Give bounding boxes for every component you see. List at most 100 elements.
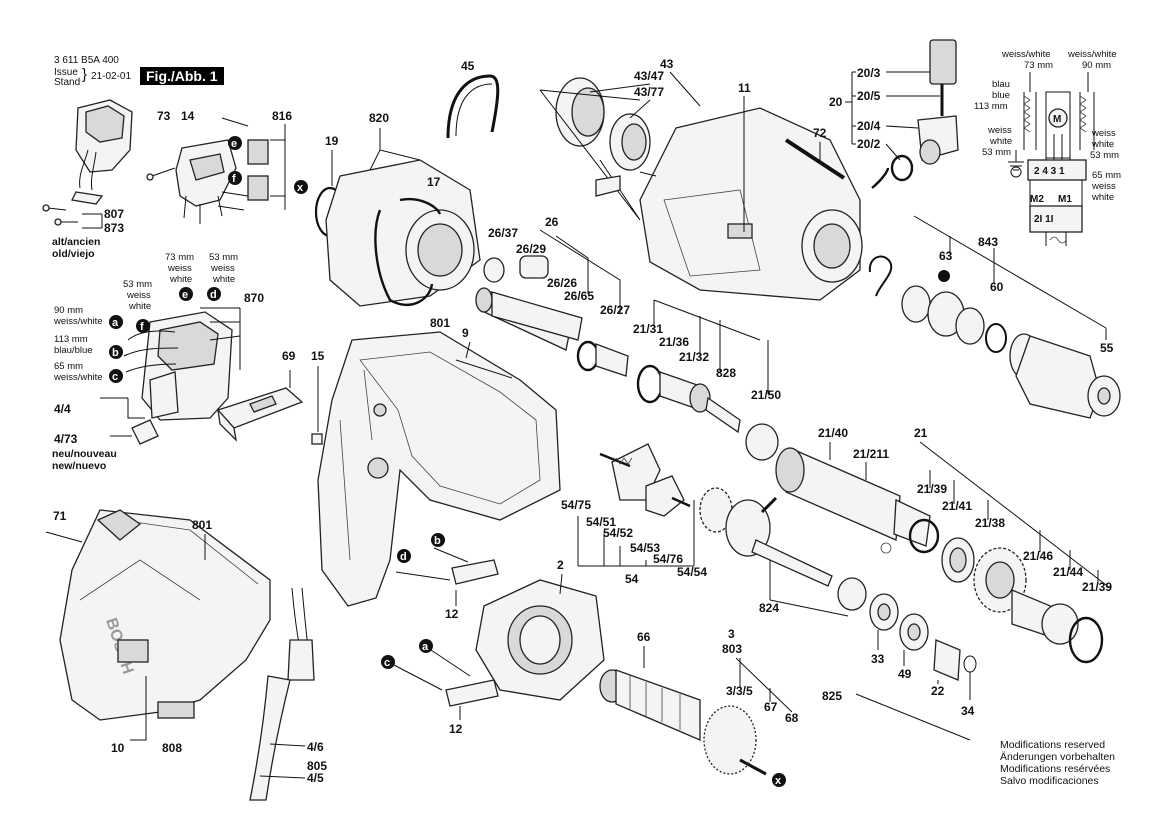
part-66: 66: [637, 630, 651, 644]
callout-b-field: b: [434, 535, 441, 547]
schem-right-weiss: weiss: [1091, 128, 1116, 139]
part-4-4: 4/4: [54, 402, 71, 416]
carbon-brush-drawing: [871, 39, 959, 189]
new-version-label: neu/nouveau: [52, 448, 117, 460]
schem-motor-symbol: M: [1053, 114, 1061, 125]
drill-tube-drawing: [775, 447, 940, 554]
brush-holder-drawing: [146, 117, 269, 224]
part-33: 33: [871, 652, 885, 666]
part-71: 71: [53, 509, 67, 523]
callout-c-left: c: [112, 371, 118, 383]
wiring-schematic: weiss/white 73 mm weiss/white 90 mm blau…: [974, 49, 1121, 246]
part-4-5: 4/5: [307, 771, 324, 785]
old-version-label-en: old/viejo: [52, 248, 95, 260]
part-825: 825: [822, 689, 842, 703]
part-805: 805: [307, 759, 327, 773]
part-12-lower: 12: [449, 722, 463, 736]
part-21-39-lower: 21/39: [1082, 580, 1112, 594]
modifications-note-en: Modifications reserved: [1000, 739, 1106, 751]
part-825-leaders: [855, 630, 971, 741]
part-21: 21: [914, 426, 928, 440]
part-19: 19: [325, 134, 339, 148]
part-17: 17: [427, 175, 441, 189]
intermediate-shaft-drawing: [699, 487, 867, 611]
wire-90mm: 90 mm: [54, 305, 83, 316]
part-3: 3: [728, 627, 735, 641]
part-870: 870: [244, 291, 264, 305]
callout-d-field: d: [400, 551, 407, 563]
part-26-29: 26/29: [516, 242, 546, 256]
part-10: 10: [111, 741, 125, 755]
part-10-leader: [130, 676, 147, 741]
part-828: 828: [716, 366, 736, 380]
wire-65mm-color: weiss/white: [53, 372, 103, 383]
spring-clip-drawing: [446, 74, 500, 139]
doc-number: 3 611 B5A 400: [54, 55, 119, 66]
part-21-211: 21/211: [853, 447, 889, 461]
part-21-31: 21/31: [633, 322, 663, 336]
callout-e-left: e: [182, 289, 188, 301]
schem-right-length: 53 mm: [1090, 150, 1119, 161]
part-843: 843: [978, 235, 998, 249]
part-824: 824: [759, 601, 779, 615]
switch-old-drawing: [42, 99, 133, 229]
callout-a-circle-field: [419, 639, 433, 653]
part-43-47: 43/47: [634, 69, 664, 83]
part-824-leader: [769, 560, 849, 617]
schem-top-right-length: 90 mm: [1082, 60, 1111, 71]
part-54: 54: [625, 572, 639, 586]
schem-left-white: white: [989, 136, 1012, 147]
part-20-2: 20/2: [857, 137, 881, 151]
wire-e-53mm: 53 mm: [123, 279, 152, 290]
screw-72-drawing: [784, 138, 846, 180]
armature-drawing: [599, 669, 767, 776]
callout-b-left: b: [112, 347, 119, 359]
part-3-leaders: [735, 657, 793, 713]
callout-e-brush: e: [231, 138, 237, 150]
part-26-27: 26/27: [600, 303, 630, 317]
gear-ring-drawing: [941, 537, 1104, 664]
callout-e-circle-left: [179, 287, 193, 301]
callout-a-left: a: [112, 317, 119, 329]
part-72: 72: [813, 126, 827, 140]
field-coil-drawing: [391, 547, 605, 707]
schem-right-white: white: [1091, 139, 1114, 150]
schem-left-weiss: weiss: [987, 125, 1012, 136]
part-21-44: 21/44: [1053, 565, 1083, 579]
part-21-46: 21/46: [1023, 549, 1053, 563]
issue-label: Issue: [54, 67, 78, 78]
wire-e-53mm-weiss: weiss: [126, 290, 151, 301]
schem-right-65-length: 65 mm: [1092, 170, 1121, 181]
stand-label: Stand: [54, 77, 81, 88]
wire-73mm-white: white: [169, 274, 192, 285]
part-816-leader: [270, 124, 286, 210]
wire-113mm-color: blau/blue: [54, 345, 93, 356]
part-4-73: 4/73: [54, 432, 78, 446]
callout-f-circle-brush: [228, 171, 242, 185]
wire-d-53mm: 53 mm: [209, 252, 238, 263]
schem-blue-de: blau: [992, 79, 1010, 90]
part-21-right-leaders: [829, 441, 1111, 589]
part-21-32: 21/32: [679, 350, 709, 364]
part-11: 11: [738, 81, 751, 95]
part-843-leaders: [913, 215, 1107, 340]
part-49: 49: [898, 667, 912, 681]
callout-x-armature: x: [775, 775, 782, 787]
part-54-76: 54/76: [653, 552, 683, 566]
part-20-5: 20/5: [857, 89, 881, 103]
part-60: 60: [990, 280, 1004, 294]
callout-d-left: d: [210, 289, 217, 301]
modifications-note-fr: Modifications resérvées: [1000, 763, 1111, 775]
schem-blue-en: blue: [992, 90, 1010, 101]
callout-b-circle-left: [109, 345, 123, 359]
part-20-4: 20/4: [857, 119, 881, 133]
part-45: 45: [461, 59, 475, 73]
piston-drawing: [475, 255, 629, 377]
part-816: 816: [272, 109, 292, 123]
new-version-label-en: new/nuevo: [52, 460, 107, 472]
part-26-leaders: [539, 229, 621, 314]
callout-f-circle-left: [136, 319, 150, 333]
part-54-53: 54/53: [630, 541, 660, 555]
part-54-51: 54/51: [586, 515, 616, 529]
